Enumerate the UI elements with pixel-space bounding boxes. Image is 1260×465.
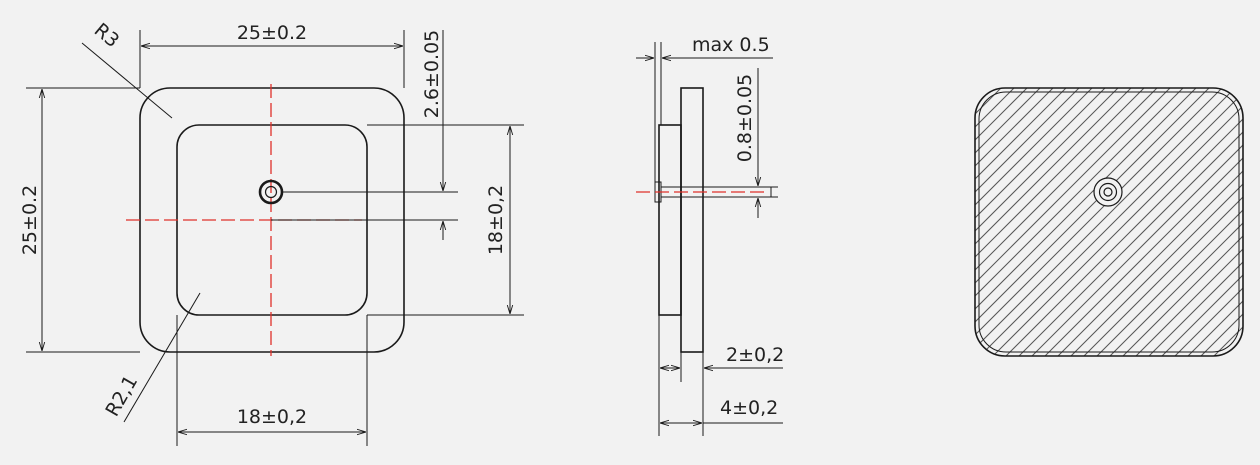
total-thickness-label: 4±0,2: [720, 397, 778, 419]
hatch-line: [1135, 88, 1243, 356]
rear-hatch-pattern: [975, 88, 1243, 356]
hatch-line: [975, 88, 1067, 356]
front-view: 25±0.2 R3 25±0.2 2.6±0.05 18±0,2: [19, 19, 524, 446]
rear-view: [974, 87, 1244, 357]
hatch-line: [975, 88, 1119, 356]
max-thickness-dimension: max 0.5: [636, 34, 773, 182]
hatch-line: [1057, 88, 1243, 356]
hatch-line: [1161, 88, 1243, 356]
max-thickness-label: max 0.5: [692, 34, 770, 56]
rear-outer-outline: [974, 87, 1244, 357]
hatch-line: [975, 88, 1106, 356]
hatch-line: [1174, 88, 1243, 356]
hatch-line: [1083, 88, 1243, 356]
hatch-line: [1005, 88, 1243, 356]
hatch-line: [1148, 88, 1243, 356]
top-width-label: 25±0.2: [237, 22, 307, 44]
pin-diameter-dimension: 0.8±0.05: [734, 68, 778, 218]
hatch-line: [975, 88, 1223, 356]
plate-thickness-label: 2±0,2: [726, 344, 784, 366]
top-width-dimension: 25±0.2: [139, 22, 405, 88]
rear-pin-symbol: [1093, 177, 1123, 207]
hatch-line: [975, 88, 1158, 356]
inner-radius-label: R2,1: [101, 372, 142, 421]
inner-radius-callout: R2,1: [101, 292, 201, 423]
bottom-width-dimension: 18±0,2: [176, 315, 368, 446]
side-view: max 0.5 0.8±0.05 2±0,2 4±0,2: [636, 34, 784, 436]
hatch-line: [975, 88, 1184, 356]
side-thin-plate: [658, 124, 682, 316]
hatch-line: [975, 88, 1080, 356]
rear-inner-outline: [978, 91, 1240, 353]
hatch-line: [975, 88, 1041, 356]
hatch-line: [1187, 88, 1243, 356]
hatch-line: [1096, 88, 1243, 356]
hole-offset-label: 2.6±0.05: [421, 30, 443, 118]
left-height-label: 25±0.2: [19, 185, 41, 255]
inner-height-label: 18±0,2: [485, 185, 507, 255]
hatch-line: [1109, 88, 1243, 356]
hatch-line: [975, 88, 1002, 356]
hatch-line: [1122, 88, 1243, 356]
plate-thickness-dimension: 2±0,2: [658, 315, 784, 436]
outer-radius-label: R3: [90, 19, 124, 52]
hatch-line: [975, 88, 1028, 356]
hatch-line: [975, 88, 1210, 356]
hatch-line: [979, 88, 1243, 356]
hatch-line: [975, 88, 1132, 356]
side-thick-plate: [680, 87, 704, 353]
inner-height-dimension: 18±0,2: [367, 124, 524, 316]
hatch-line: [1070, 88, 1243, 356]
feed-pin-symbol: [258, 179, 284, 205]
hatch-line: [975, 88, 1054, 356]
hatch-line: [975, 88, 1171, 356]
hatch-line: [975, 88, 989, 356]
hatch-line: [975, 88, 1145, 356]
hatch-line: [975, 88, 1093, 356]
hatch-line: [975, 88, 1236, 356]
hatch-line: [992, 88, 1243, 356]
hatch-line: [1044, 88, 1243, 356]
outer-radius-callout: R3: [81, 19, 173, 119]
bottom-width-label: 18±0,2: [237, 406, 307, 428]
hatch-line: [975, 88, 1015, 356]
hatch-line: [975, 88, 1197, 356]
hole-offset-dimension: 2.6±0.05: [271, 30, 458, 240]
left-height-dimension: 25±0.2: [19, 87, 140, 353]
hatch-line: [1031, 88, 1243, 356]
total-thickness-dimension: 4±0,2: [660, 397, 783, 423]
pin-diameter-label: 0.8±0.05: [734, 74, 756, 162]
